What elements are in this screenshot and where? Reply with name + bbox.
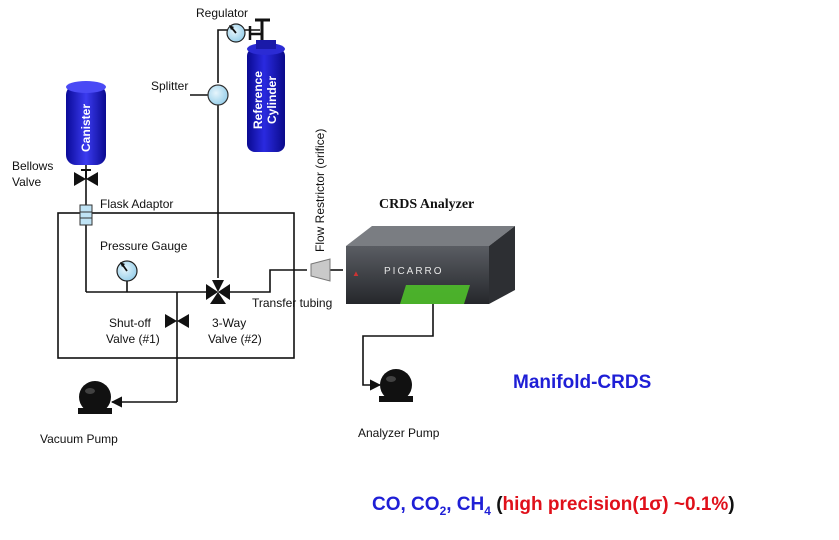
bellows-valve-label-1: Bellows: [12, 159, 53, 173]
regulator: [226, 18, 270, 43]
species-ch4-subscript: 4: [484, 503, 491, 518]
piping: [85, 29, 434, 408]
flask-adaptor-label: Flask Adaptor: [100, 197, 173, 211]
pressure-gauge-icon: [116, 260, 138, 282]
canister-label: Canister: [79, 104, 93, 152]
precision-text: high precision(1σ) ~0.1%: [502, 494, 729, 515]
crds-analyzer: PICARRO ▲: [346, 226, 515, 304]
species-co: CO, CO: [372, 494, 440, 515]
open-paren: (: [490, 494, 503, 515]
flow-restrictor-label: Flow Restrictor (orifice): [313, 129, 327, 252]
canister: Canister: [66, 81, 106, 165]
diagram-title: Manifold-CRDS: [513, 372, 651, 393]
close-paren: ): [728, 494, 735, 515]
three-way-valve-label-2: Valve (#2): [208, 332, 262, 346]
three-way-valve-icon: [206, 280, 230, 304]
vacuum-pump-label: Vacuum Pump: [40, 432, 118, 446]
three-way-valve-label-1: 3-Way: [212, 316, 246, 330]
shutoff-valve-label-1: Shut-off: [109, 316, 151, 330]
species-ch4: , CH: [446, 494, 485, 515]
bellows-valve-icon: [74, 169, 98, 186]
pressure-gauge-label: Pressure Gauge: [100, 239, 188, 253]
shutoff-valve-label-2: Valve (#1): [106, 332, 160, 346]
analyzer-pump-label: Analyzer Pump: [358, 426, 440, 440]
vacuum-pump-icon: [78, 381, 112, 414]
shutoff-valve-icon: [165, 314, 189, 328]
transfer-tubing-label: Transfer tubing: [252, 296, 332, 310]
manifold-box: [57, 212, 295, 359]
svg-text:▲: ▲: [352, 269, 360, 278]
analyzer-brand-label: PICARRO: [384, 266, 444, 277]
flow-restrictor-icon: [310, 258, 331, 282]
species-co2-subscript: 2: [439, 503, 447, 518]
regulator-label: Regulator: [196, 6, 248, 20]
crds-analyzer-label: CRDS Analyzer: [379, 197, 474, 212]
flask-adaptor-icon: [79, 204, 93, 226]
reference-cylinder: Reference Cylinder: [247, 40, 285, 152]
reference-cylinder-label-2: Cylinder: [265, 76, 279, 124]
splitter-icon: [207, 84, 229, 106]
species-precision-note: CO, CO2, CH4 (high precision(1σ) ~0.1%): [372, 494, 735, 518]
splitter-label: Splitter: [151, 79, 188, 93]
bellows-valve-label-2: Valve: [12, 175, 41, 189]
reference-cylinder-label-1: Reference: [251, 71, 265, 129]
analyzer-pump-icon: [379, 369, 413, 402]
